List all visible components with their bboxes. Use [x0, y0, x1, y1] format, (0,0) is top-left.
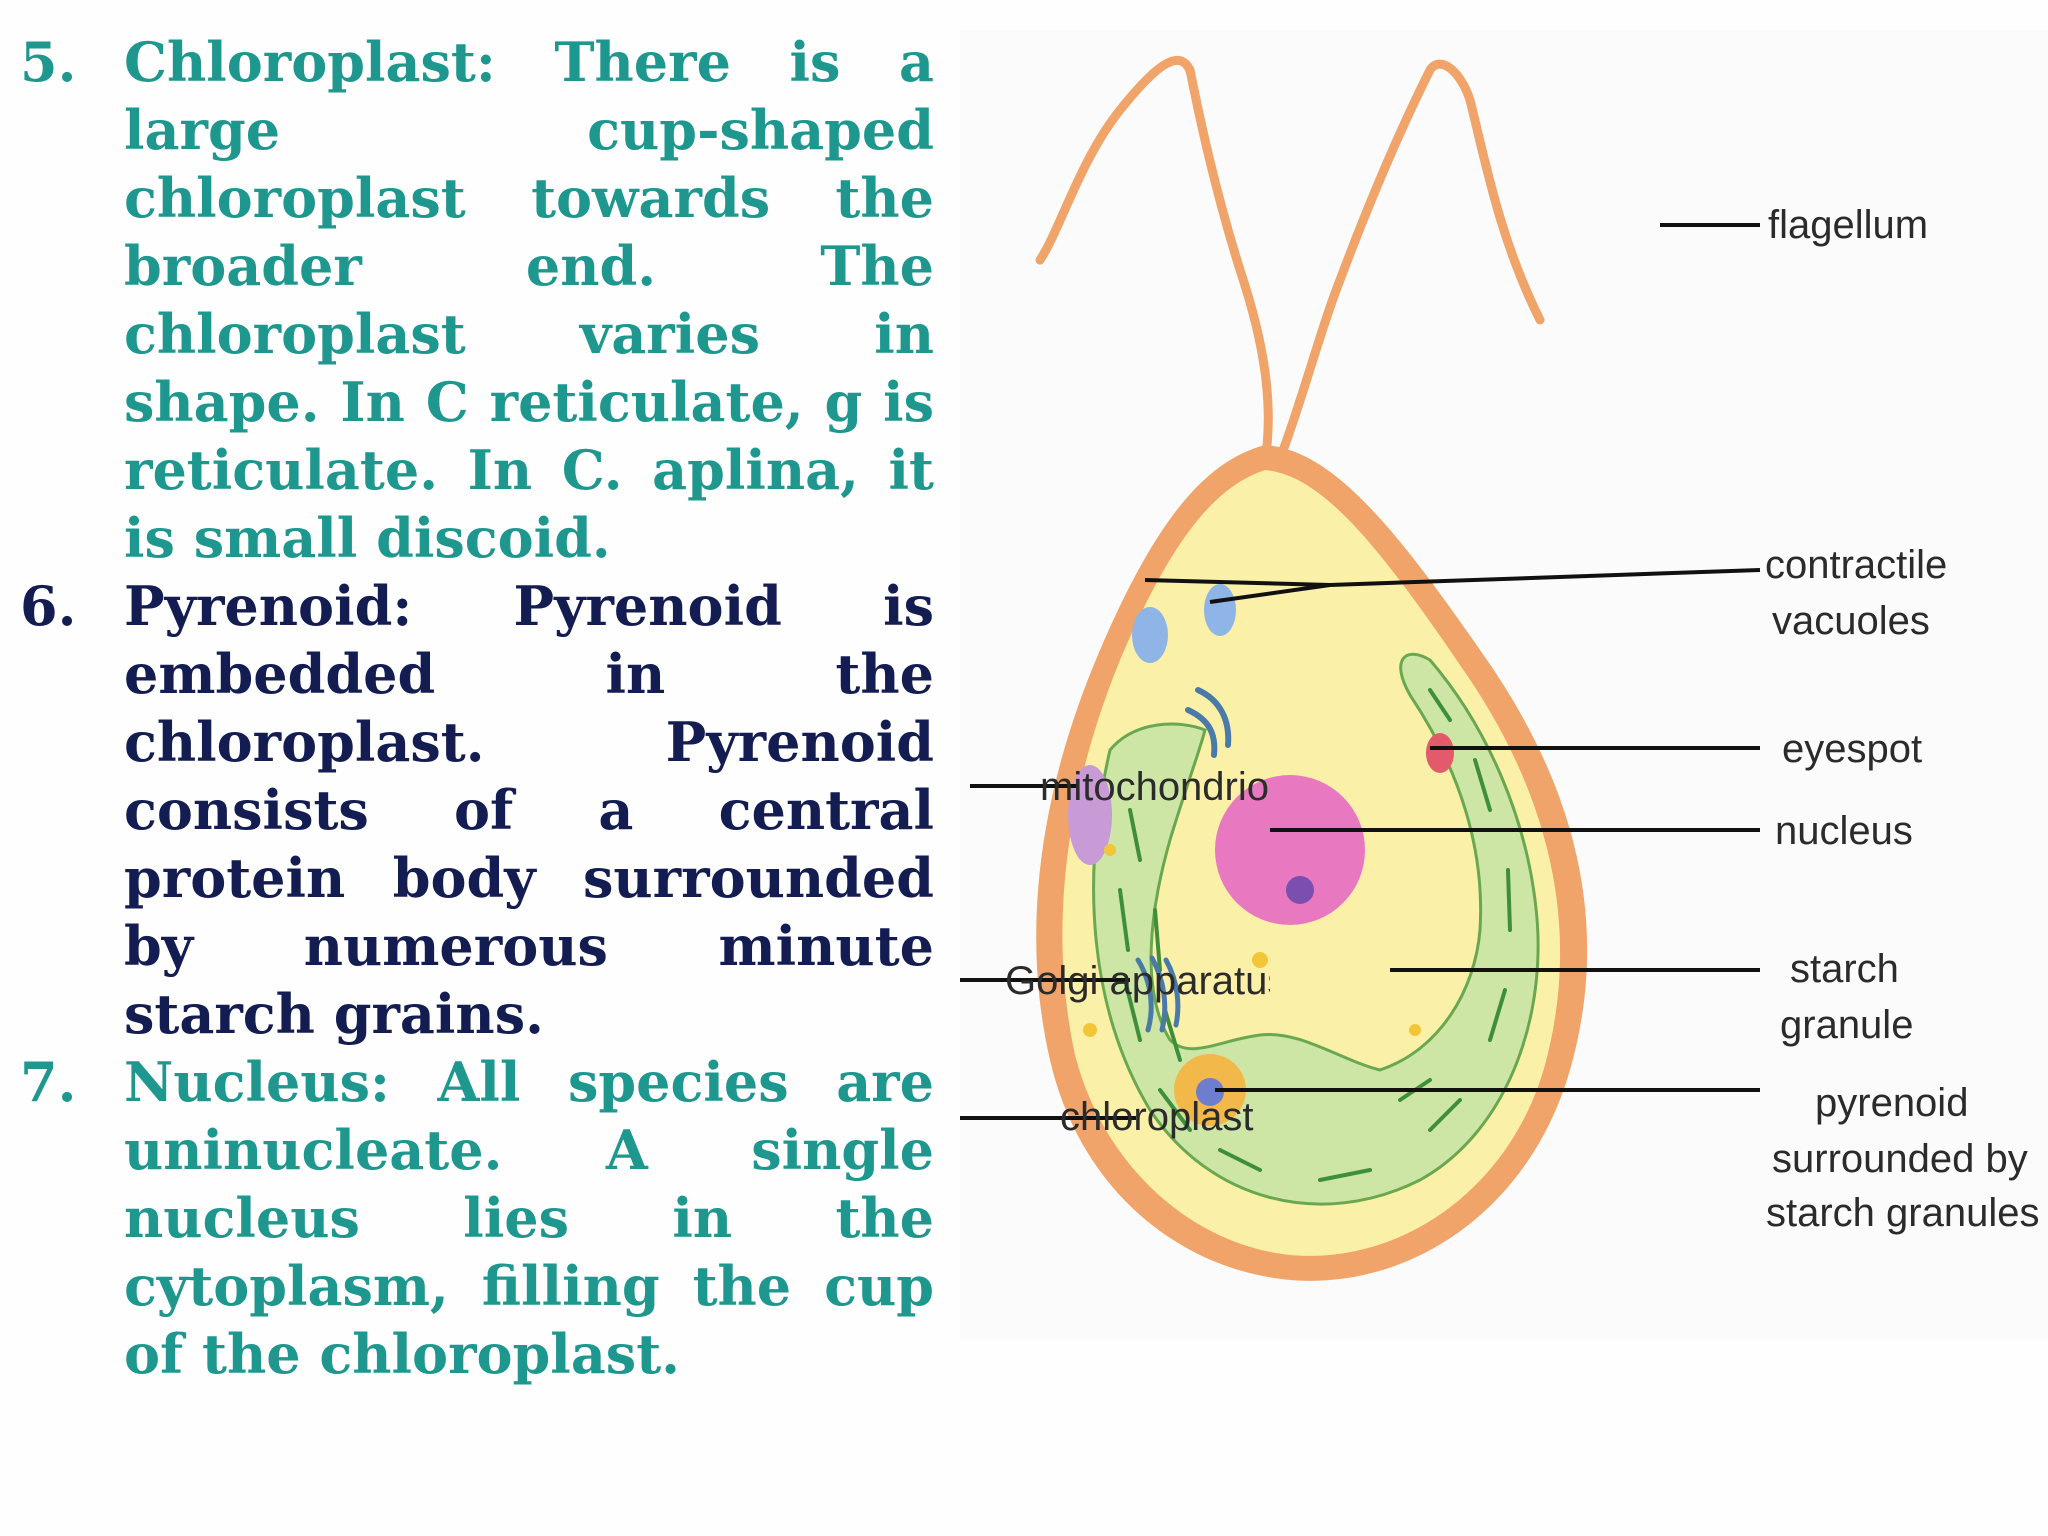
label-nucleus: nucleus: [1775, 809, 1913, 853]
item-text: Nucleus: All species are uninucleate. A …: [124, 1050, 934, 1386]
diagram-svg: flagellum contractile vacuoles eyespot n…: [960, 56, 2039, 1281]
starch-granules: [1083, 844, 1421, 1037]
flagellum-right: [1265, 59, 1545, 490]
label-pyrenoid: pyrenoid: [1815, 1081, 1968, 1125]
label-surrounded-by: surrounded by: [1772, 1137, 2028, 1181]
eyespot: [1426, 733, 1454, 773]
item-number: 6.: [20, 574, 77, 638]
label-chloroplast: chloroplast: [1060, 1095, 1253, 1139]
text-column: 5. Chloroplast: There is a large cup-sha…: [0, 28, 940, 1388]
label-granule: granule: [1780, 1003, 1913, 1047]
pyrenoid-center: [1196, 1078, 1224, 1106]
label-contractile: contractile: [1765, 543, 1947, 587]
list-item-chloroplast: 5. Chloroplast: There is a large cup-sha…: [0, 28, 940, 572]
thylakoids: [1118, 688, 1512, 1182]
mitochondrion: [1068, 765, 1112, 865]
item-text: Chloroplast: There is a large cup-shaped…: [124, 30, 934, 570]
label-eyespot: eyespot: [1782, 727, 1922, 771]
golgi-apparatus: [1135, 955, 1181, 1033]
list-item-pyrenoid: 6. Pyrenoid: Pyrenoid is embedded in the…: [0, 572, 940, 1048]
left-labels: mitochondrion Golgi apparatus chloroplas…: [1005, 765, 1270, 1139]
list-item-nucleus: 7. Nucleus: All species are uninucleate.…: [0, 1048, 940, 1388]
leader-lines: [960, 223, 1761, 1120]
label-vacuoles: vacuoles: [1772, 599, 1930, 643]
label-starch: starch: [1790, 947, 1899, 991]
label-golgi: Golgi apparatus: [1005, 959, 1270, 1003]
golgi-top: [1185, 687, 1232, 758]
item-text: Pyrenoid: Pyrenoid is embedded in the ch…: [124, 574, 934, 1046]
contractile-vacuole-1: [1132, 607, 1168, 663]
flagellum-left: [1035, 56, 1273, 490]
label-starch-granules: starch granules: [1766, 1191, 2039, 1235]
item-number: 5.: [20, 30, 77, 94]
chlamydomonas-diagram: flagellum contractile vacuoles eyespot n…: [960, 30, 2048, 1340]
contractile-vacuole-2: [1204, 584, 1236, 636]
label-flagellum: flagellum: [1768, 203, 1928, 247]
nucleus: [1215, 775, 1365, 925]
item-number: 7.: [20, 1050, 77, 1114]
label-mitochondrion: mitochondrion: [1040, 765, 1270, 809]
nucleolus: [1286, 876, 1314, 904]
